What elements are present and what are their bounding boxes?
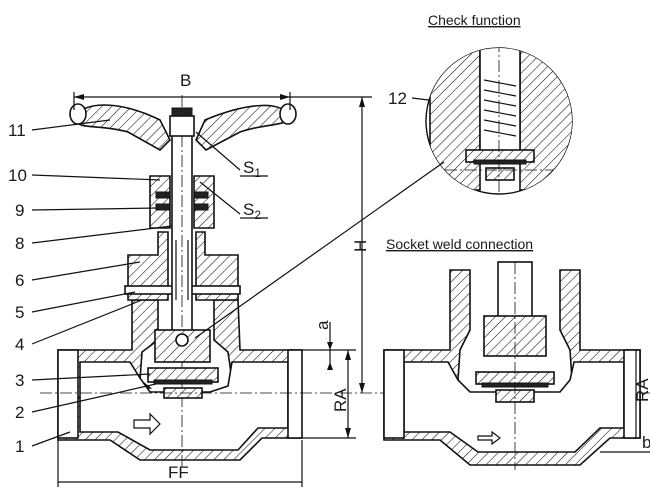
dim-FF-label: FF xyxy=(168,463,189,482)
leader-3 xyxy=(31,373,151,381)
gland-right xyxy=(193,175,215,229)
leader-2 xyxy=(31,383,157,413)
S2-label: S2 xyxy=(243,200,261,222)
part-labels: 11 10 9 8 6 5 4 3 2 1 12 xyxy=(8,89,479,456)
part-label-3: 3 xyxy=(15,371,24,390)
leader-8 xyxy=(31,225,173,244)
part-label-6: 6 xyxy=(15,271,24,290)
dim-RA-arrows xyxy=(345,350,351,438)
dim-H-label: H xyxy=(351,240,370,252)
S2-leader xyxy=(199,181,241,215)
leader-11 xyxy=(31,119,111,131)
detail-seat xyxy=(473,159,527,165)
packing-3 xyxy=(155,203,171,211)
part-label-9: 9 xyxy=(15,201,24,220)
caption-check-function: Check function xyxy=(428,12,521,28)
S1-leader xyxy=(195,131,241,171)
packing-1 xyxy=(155,191,171,199)
part-label-12: 12 xyxy=(388,89,407,108)
part-label-1: 1 xyxy=(15,437,24,456)
socket-weld-detail: RA b xyxy=(383,261,650,470)
dim-a-arrows xyxy=(327,342,333,370)
dim-B-label: B xyxy=(180,71,191,90)
gland xyxy=(149,175,171,229)
bonnet xyxy=(127,231,169,301)
right-socket-end xyxy=(287,349,303,439)
leader-1 xyxy=(31,431,71,447)
handwheel-rim-left xyxy=(69,103,87,125)
handwheel-cap xyxy=(171,107,193,117)
sw-left-socket xyxy=(383,349,405,439)
handwheel-rim-right xyxy=(279,103,297,125)
disc-pin xyxy=(175,333,189,347)
leader-10 xyxy=(31,174,161,181)
leader-4 xyxy=(31,299,143,345)
flow-arrow xyxy=(133,412,161,436)
handwheel-right xyxy=(195,104,291,151)
dim-RA-label: RA xyxy=(331,388,350,412)
handwheel xyxy=(73,104,171,151)
part-label-5: 5 xyxy=(15,303,24,322)
leader-5 xyxy=(31,291,136,313)
S1-label: S1 xyxy=(243,158,261,180)
detail-right-wall xyxy=(519,48,572,191)
dim-RA-right-label: RA xyxy=(633,378,650,402)
part-label-2: 2 xyxy=(15,403,24,422)
packing-2 xyxy=(193,191,209,199)
detail-callout-line xyxy=(194,161,445,339)
detail-spring xyxy=(483,79,517,137)
leader-6 xyxy=(31,261,141,281)
bonnet-right xyxy=(195,231,239,301)
handwheel-nut xyxy=(169,115,195,137)
dim-b-label: b xyxy=(642,433,650,452)
packing-4 xyxy=(193,203,209,211)
seat-ring xyxy=(153,379,213,385)
leader-9 xyxy=(31,207,159,211)
main-valve-section xyxy=(57,95,303,470)
sw-flow-arrow xyxy=(477,430,501,446)
left-socket-end xyxy=(57,349,79,439)
part-label-11: 11 xyxy=(8,121,26,140)
part-label-10: 10 xyxy=(8,166,27,185)
dimensions: B H RA a FF S1 S2 xyxy=(57,71,372,487)
part-label-4: 4 xyxy=(15,335,24,354)
dim-a-label: a xyxy=(313,320,332,330)
detail-seat-insert xyxy=(485,167,515,181)
caption-socket-weld: Socket weld connection xyxy=(386,236,533,252)
part-label-8: 8 xyxy=(15,234,24,253)
